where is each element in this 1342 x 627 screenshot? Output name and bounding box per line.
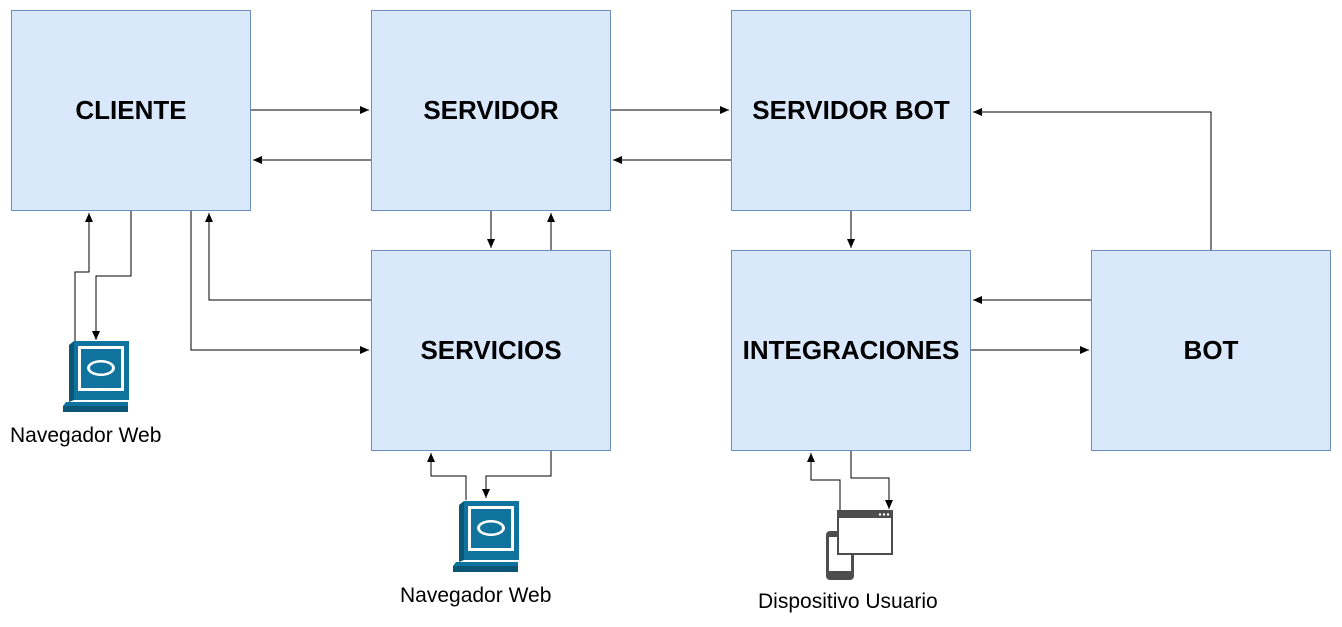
edge-servicios-cliente (205, 213, 371, 301)
node-servidor-bot-label: SERVIDOR BOT (752, 95, 950, 125)
dispositivo-usuario-label: Dispositivo Usuario (758, 590, 938, 613)
node-integraciones-label: INTEGRACIONES (742, 335, 960, 365)
edge-navegador1-cliente (74, 213, 93, 345)
node-cliente-label: CLIENTE (75, 95, 187, 125)
mobile-and-browser-icon (826, 510, 893, 580)
edge-cliente-navegador1 (92, 211, 132, 340)
node-servicios-label: SERVICIOS (420, 335, 562, 365)
node-bot-label: BOT (1183, 335, 1239, 365)
node-cliente[interactable]: CLIENTE (11, 10, 251, 211)
edge-servicios-navegador2 (482, 451, 552, 498)
edge-navegador2-servicios (427, 453, 467, 500)
node-servidor-label: SERVIDOR (423, 95, 559, 125)
navegador-web-label-2: Navegador Web (400, 584, 552, 607)
node-bot[interactable]: BOT (1091, 250, 1331, 451)
navegador-web-label-1: Navegador Web (10, 424, 162, 447)
edge-bot-servidorbot (973, 108, 1212, 250)
node-integraciones[interactable]: INTEGRACIONES (731, 250, 971, 451)
workstation-globe-icon (453, 501, 519, 572)
node-servicios[interactable]: SERVICIOS (371, 250, 611, 451)
edge-dispositivo-integraciones (807, 453, 841, 511)
node-servidor[interactable]: SERVIDOR (371, 10, 611, 211)
edge-integraciones-dispositivo (850, 451, 893, 509)
workstation-globe-icon (63, 341, 129, 412)
edge-cliente-servicios (190, 211, 369, 354)
node-servidor-bot[interactable]: SERVIDOR BOT (731, 10, 971, 211)
